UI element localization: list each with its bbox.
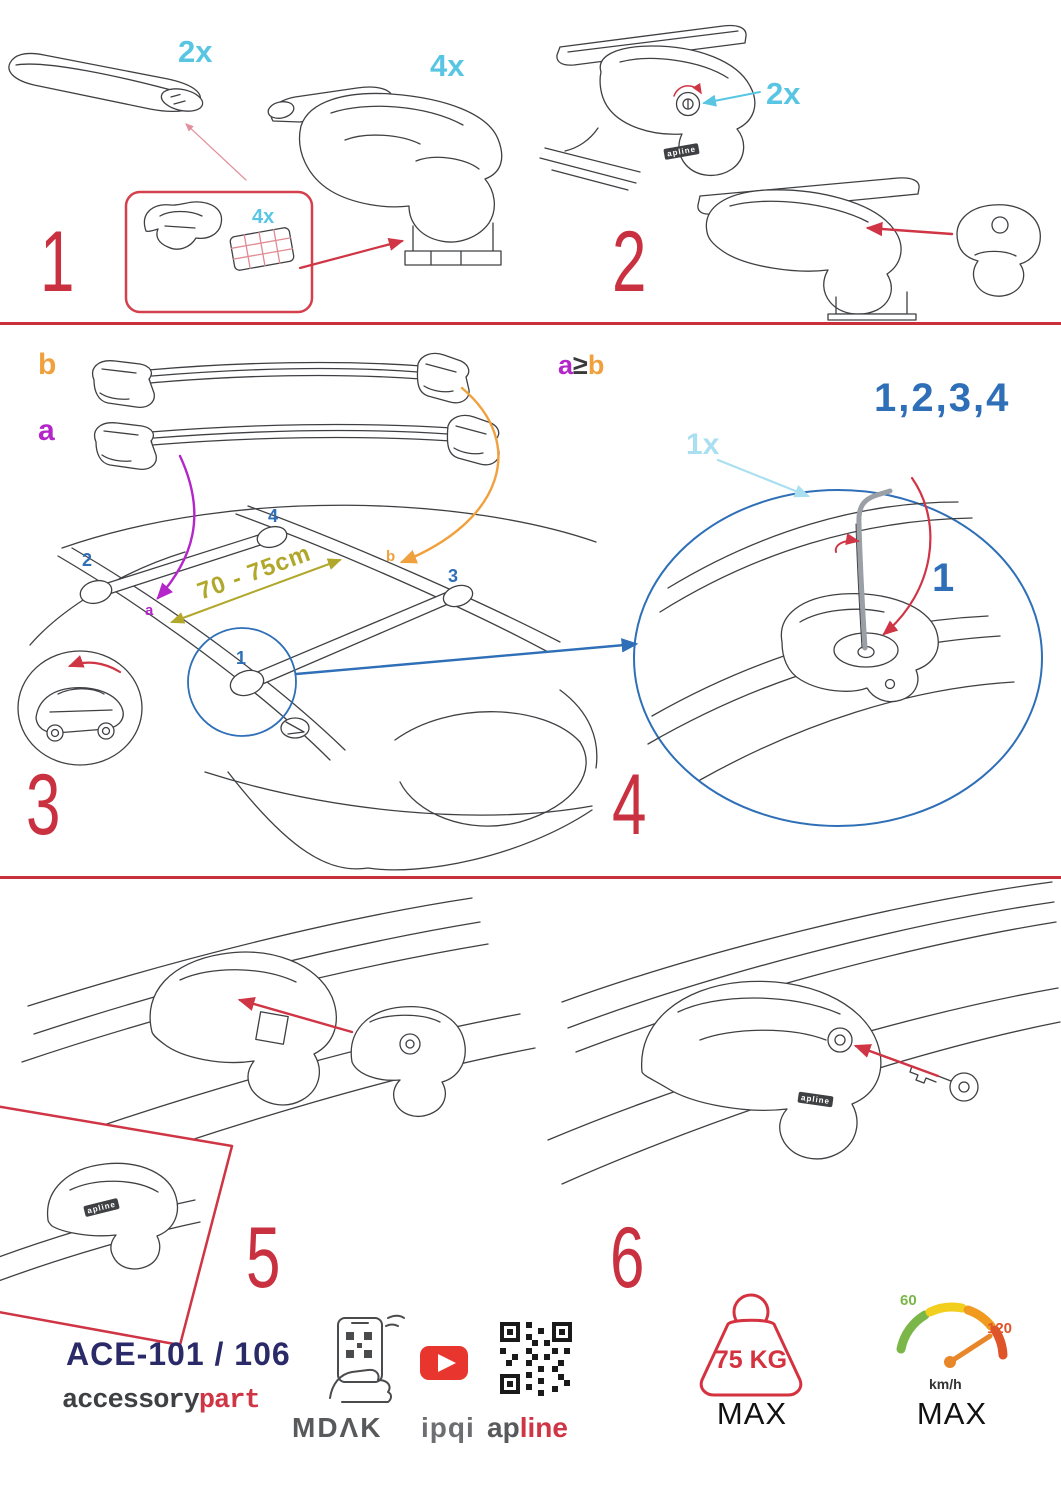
brand-accessory: accessory	[62, 1386, 200, 1416]
step2-bottom-foot	[697, 177, 920, 321]
step4-number: 4	[612, 757, 647, 853]
step6-drawing	[547, 881, 1061, 1185]
step6-arrow	[853, 1044, 940, 1078]
roof-position-1: 1	[236, 648, 247, 668]
crossbar-drawing	[8, 52, 204, 112]
step2-number: 2	[612, 214, 647, 310]
step5-number: 5	[246, 1210, 281, 1306]
section-divider-bottom	[0, 876, 1061, 879]
step3-drawing	[17, 352, 598, 871]
sequence-arrow	[882, 476, 932, 636]
speed-min-label: 60	[900, 1292, 917, 1309]
focus-circle	[187, 627, 297, 737]
qr-code	[500, 1322, 572, 1396]
foot-drawing	[267, 86, 503, 266]
rotate-arrow	[834, 533, 860, 553]
step5-inset	[0, 1105, 234, 1347]
apline-ap: ap	[487, 1412, 520, 1443]
step2-arrow	[865, 221, 954, 237]
key-drawing	[909, 1065, 979, 1102]
speed-unit: km/h	[929, 1376, 962, 1392]
roof-position-4: 4	[268, 506, 279, 526]
step1-pad-qty: 4x	[252, 206, 275, 228]
step2-lock-qty: 2x	[766, 76, 801, 111]
bar-b-arrow	[399, 386, 500, 564]
qr-scan-icon	[329, 1314, 405, 1403]
weight-icon	[699, 1293, 803, 1397]
speedometer-icon	[896, 1302, 1008, 1368]
step1-foot-qty: 4x	[430, 48, 465, 83]
apline-line: line	[519, 1412, 568, 1443]
detail-arrow	[295, 638, 639, 676]
roof-position-3: 3	[448, 566, 459, 586]
tightening-sequence: 1,2,3,4	[874, 376, 1011, 420]
roof-position-2: 2	[82, 550, 93, 570]
rule-b: b	[587, 350, 605, 380]
spacing-rule: a≥b	[558, 350, 604, 381]
step1-bar-qty: 2x	[178, 34, 213, 69]
roof-a-marker: a	[145, 602, 154, 619]
step4-drawing	[633, 458, 1043, 827]
step2-top-foot	[539, 24, 756, 191]
speed-max-label: MAX	[916, 1396, 988, 1431]
crossbar-b-label: b	[38, 348, 57, 381]
distance-arrow	[170, 558, 342, 624]
car-inset	[17, 650, 143, 766]
step1-number: 1	[40, 214, 75, 310]
bar-a-arrow	[156, 454, 196, 600]
max-load-label: MAX	[716, 1396, 788, 1431]
youtube-icon	[420, 1346, 468, 1380]
product-model: ACE-101 / 106	[66, 1336, 291, 1372]
tool-qty: 1x	[686, 428, 720, 461]
reference-line	[185, 123, 247, 181]
rule-operator: ≥	[573, 350, 588, 380]
step1-drawing	[8, 52, 503, 314]
roof-drawing	[29, 504, 598, 871]
crossbar-a-label: a	[38, 414, 55, 447]
max-load-value: 75 KG	[714, 1346, 788, 1374]
step5-arrow	[237, 997, 354, 1034]
step2-lock-arrow	[702, 91, 761, 107]
step5-drawing	[0, 897, 536, 1347]
brand-part: part	[198, 1386, 261, 1416]
step2-cover	[956, 204, 1041, 297]
brand-wordmark: accessorypart	[62, 1386, 261, 1416]
partner-ipqi: ipqi	[421, 1412, 475, 1443]
speed-max-value: 120	[987, 1320, 1013, 1337]
step1-inset	[124, 190, 314, 314]
crossbar-b-drawing	[92, 352, 470, 408]
crossbar-a-drawing	[94, 414, 500, 470]
tool-qty-arrow	[716, 458, 811, 498]
first-position: 1	[932, 556, 957, 600]
step2-drawing	[539, 24, 1041, 321]
step1-arrow	[298, 237, 405, 270]
section-divider-top	[0, 322, 1061, 325]
rule-a: a	[558, 350, 574, 380]
step3-number: 3	[26, 757, 61, 853]
partner-mdak: MDΛK	[292, 1412, 383, 1443]
car-direction-arrow	[67, 655, 122, 674]
step6-number: 6	[610, 1210, 645, 1306]
partner-apline: apline	[487, 1412, 568, 1444]
roof-b-marker: b	[386, 548, 396, 565]
